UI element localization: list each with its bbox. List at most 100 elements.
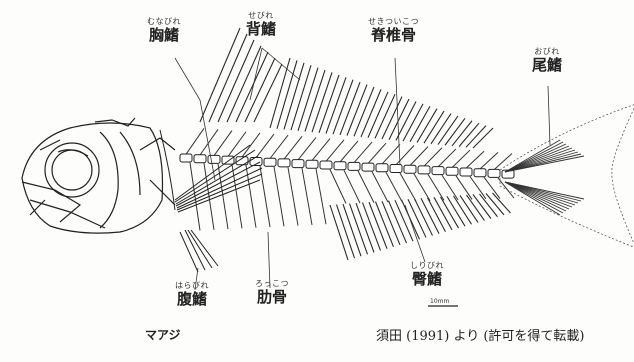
anal-ray: [486, 193, 504, 214]
neural-spine: [480, 152, 498, 169]
haemal-spine: [428, 174, 444, 200]
vertebra: [390, 165, 402, 173]
anal-ray: [460, 195, 478, 222]
neural-spine: [256, 134, 274, 158]
scale-bar-label: 10mm: [430, 298, 449, 305]
vertebra-label: せきついこつ 脊椎骨: [368, 18, 419, 43]
caudal-ray: [505, 156, 584, 172]
dorsal-spine: [227, 46, 261, 122]
vertebra: [334, 162, 346, 170]
rib-label: ろっこつ 肋骨: [255, 280, 289, 305]
rib-bone: [260, 166, 270, 227]
pectoral-fin-label: むなびれ 胸鰭: [147, 18, 181, 43]
pectoral-fin-text: 胸鰭: [147, 28, 181, 43]
pectoral-fin-ruby: むなびれ: [147, 18, 181, 26]
neural-spine: [354, 142, 372, 163]
vertebra: [208, 155, 220, 163]
haemal-spine: [344, 170, 360, 203]
vertebra: [278, 159, 290, 167]
vertebra: [376, 164, 388, 172]
vertebra: [222, 156, 234, 164]
vertebra: [348, 162, 360, 170]
dorsal-ray: [452, 121, 472, 146]
vertebra: [180, 154, 192, 162]
source-credit: 須田 (1991) より (許可を得て転載): [376, 325, 585, 344]
pelvic-fin-rays: [180, 230, 218, 272]
caudal-fin-ruby: おびれ: [532, 48, 562, 56]
dorsal-spine: [209, 34, 247, 122]
neural-spine: [312, 139, 330, 161]
anal-fin-text: 臀鰭: [410, 272, 444, 287]
neural-spine: [494, 154, 512, 170]
neural-spine: [200, 129, 218, 155]
vertebra: [446, 167, 458, 175]
skull: [22, 118, 175, 233]
haemal-spine: [498, 178, 514, 198]
rib-text: 肋骨: [255, 290, 289, 305]
vertebra: [418, 166, 430, 174]
dorsal-spine: [245, 58, 275, 122]
neural-spine: [368, 143, 386, 163]
rib-bone: [218, 164, 228, 229]
neural-spine: [410, 147, 428, 166]
caudal-fin-text: 尾鰭: [532, 58, 562, 73]
dorsal-ray: [459, 123, 479, 146]
dorsal-spine: [236, 52, 268, 122]
neural-spine: [270, 135, 288, 158]
species-name: マアジ: [145, 326, 181, 343]
vertebra: [306, 160, 318, 168]
vertebra-text: 脊椎骨: [368, 28, 419, 43]
caudal-ray: [505, 142, 563, 172]
vertebra: [320, 161, 332, 169]
vertebra: [194, 155, 206, 163]
anal-ray: [493, 193, 511, 213]
vertebra: [292, 160, 304, 168]
anal-ray: [467, 195, 485, 221]
caudal-ray: [505, 140, 560, 172]
haemal-spine: [484, 177, 500, 198]
vertebra: [432, 167, 444, 175]
neural-spine: [284, 136, 302, 159]
neural-spine: [242, 133, 260, 157]
haemal-spine: [358, 171, 374, 203]
anal-ray: [480, 194, 498, 217]
vertebra: [460, 168, 472, 176]
pelvic-fin-text: 腹鰭: [175, 292, 209, 307]
neural-spine: [214, 131, 232, 156]
anal-fin-label: しりびれ 臀鰭: [410, 262, 444, 287]
haemal-spine: [386, 172, 402, 201]
neural-spine: [452, 150, 470, 168]
neural-spine: [382, 144, 400, 164]
neural-spine: [438, 149, 456, 167]
neural-spine: [326, 140, 344, 162]
neural-spine: [186, 128, 204, 154]
vertebra: [488, 169, 500, 177]
caudal-fin-label: おびれ 尾鰭: [532, 48, 562, 73]
caudal-ray: [505, 182, 560, 215]
vertebra: [474, 169, 486, 177]
rib-ruby: ろっこつ: [255, 280, 289, 288]
rib-bone: [316, 169, 326, 224]
neural-spine: [424, 148, 442, 166]
vertebra: [264, 158, 276, 166]
neural-spine: [396, 145, 414, 164]
rib-bone: [274, 167, 284, 227]
haemal-spine: [470, 177, 486, 199]
rib-bone: [288, 167, 298, 225]
dorsal-ray: [473, 128, 493, 148]
dorsal-ray: [445, 118, 465, 145]
neural-spine: [298, 137, 316, 159]
pelvic-fin-ruby: はらびれ: [175, 282, 209, 290]
dorsal-ray: [438, 116, 458, 145]
dorsal-fin-ruby: せびれ: [246, 12, 276, 20]
rib-bone: [302, 168, 312, 225]
pelvic-fin-label: はらびれ 腹鰭: [175, 282, 209, 307]
dorsal-spine: [200, 28, 240, 122]
haemal-spine: [330, 170, 346, 204]
neural-spine: [228, 132, 246, 157]
dorsal-spine: [218, 40, 254, 122]
dorsal-fin-label: せびれ 背鰭: [246, 12, 276, 37]
dorsal-fin-text: 背鰭: [246, 22, 276, 37]
neural-spine: [466, 151, 484, 168]
